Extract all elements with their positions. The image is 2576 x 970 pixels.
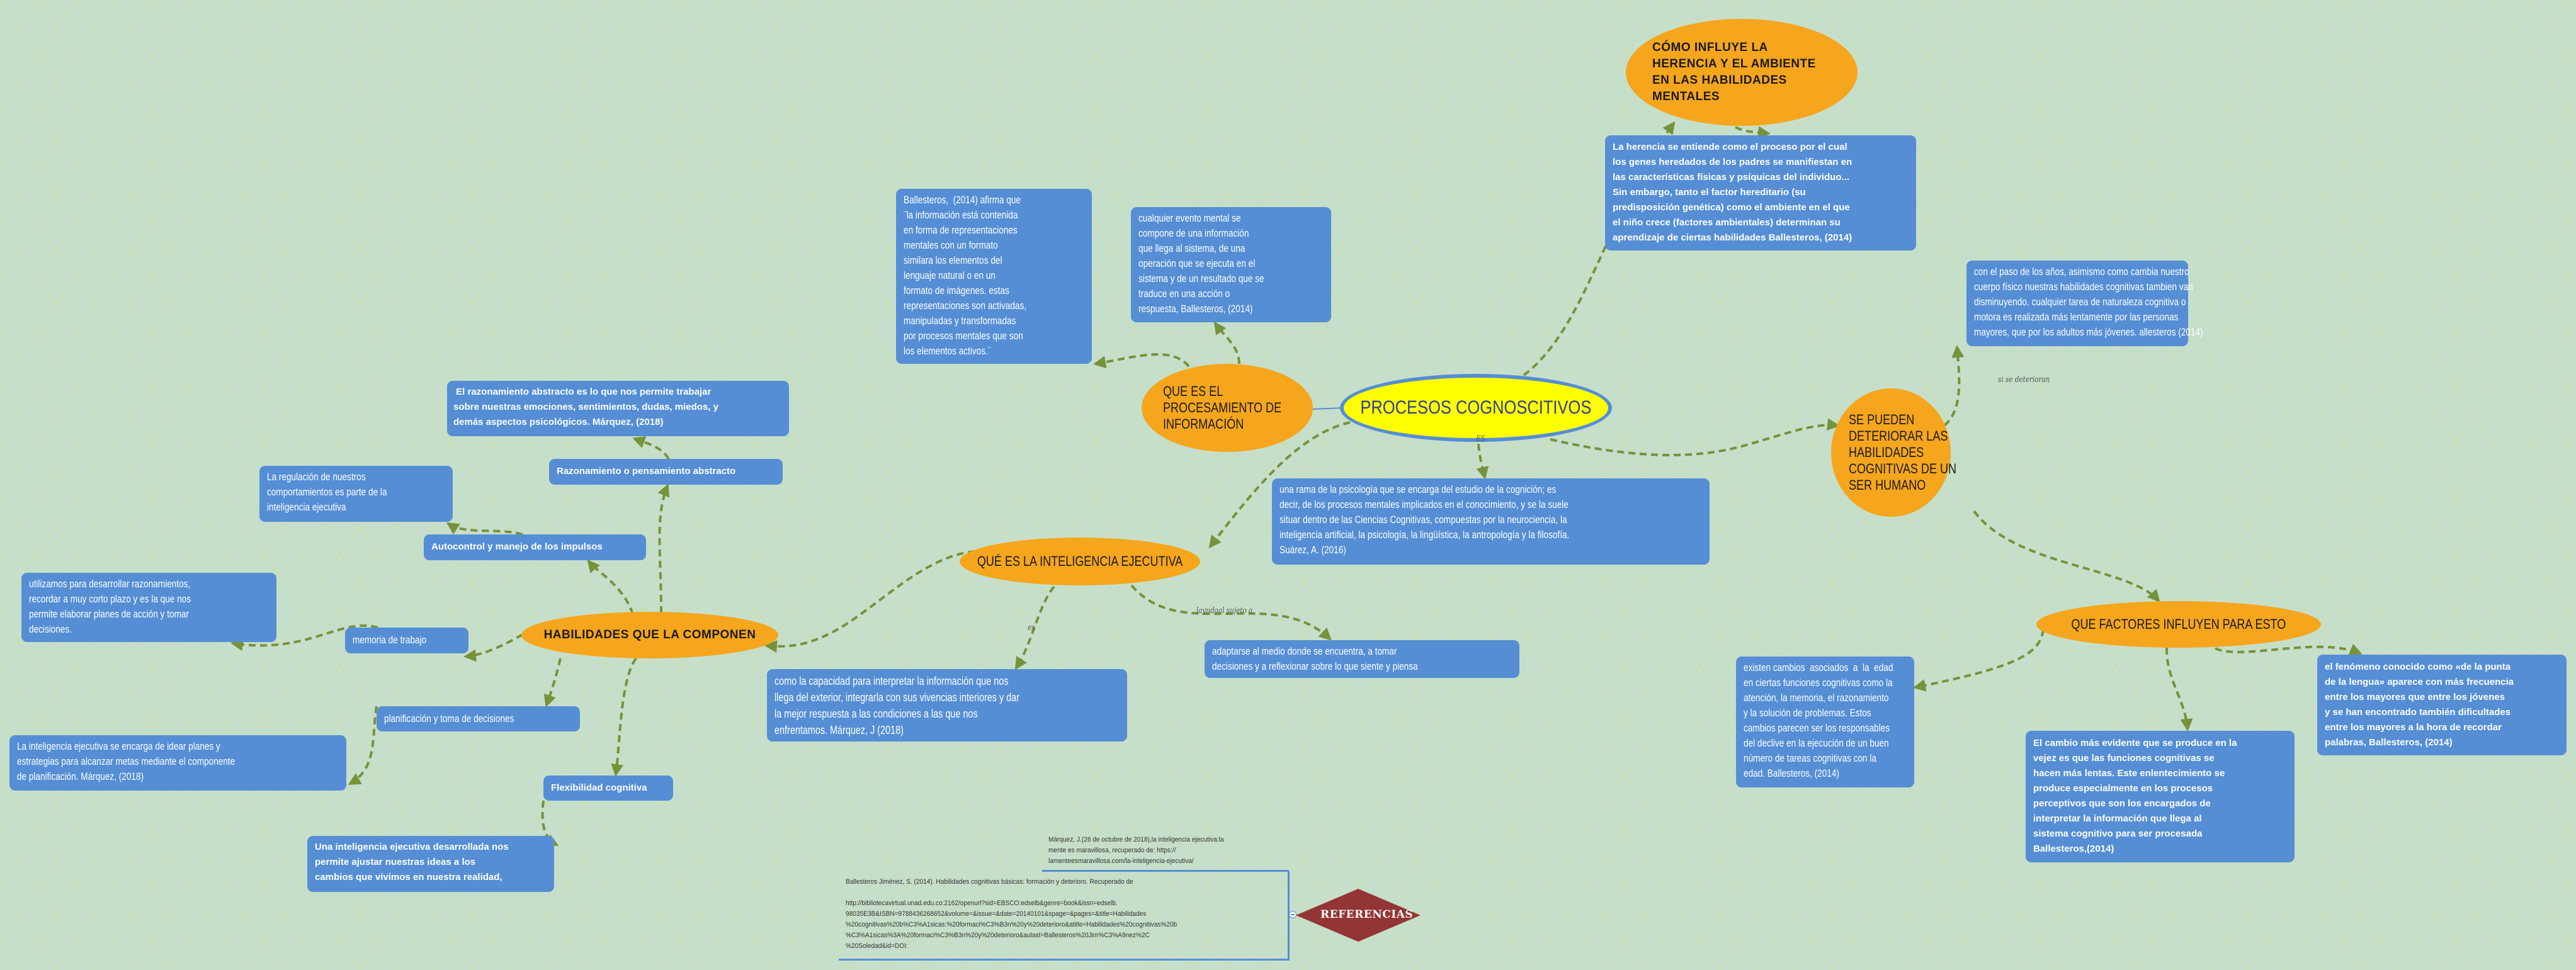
note-text: Ballesteros, (2014) afirma que ¨la infor…	[904, 194, 1027, 357]
note-text: el fenómeno conocido como «de la punta d…	[2325, 662, 2514, 748]
node-text: memoria de trabajo	[353, 634, 427, 646]
note-text: El razonamiento abstracto es lo que nos …	[453, 386, 718, 427]
note-capacidad[interactable]: como la capacidad para interpretar la in…	[767, 669, 1127, 742]
topic-herencia-label: CÓMO INFLUYE LA HERENCIA Y EL AMBIENTE E…	[1652, 41, 1816, 103]
topic-inteligencia[interactable]: QUÉ ES LA INTELIGENCIA EJECUTIVA	[960, 538, 1200, 585]
note-evento-mental[interactable]: cualquier evento mental se compone de un…	[1131, 207, 1331, 322]
note-herencia[interactable]: La herencia se entiende como el proceso …	[1605, 135, 1916, 251]
topic-deterioro[interactable]: SE PUEDEN DETERIORAR LAS HABILIDADES COG…	[1831, 388, 1956, 517]
topic-factores[interactable]: QUE FACTORES INFLUYEN PARA ESTO	[2036, 601, 2321, 648]
central-topic-label: PROCESOS COGNOSCITIVOS	[1360, 397, 1592, 418]
note-cambio-vejez[interactable]: El cambio más evidente que se produce en…	[2026, 731, 2295, 862]
note-text: La regulación de nuestros comportamiento…	[267, 471, 387, 513]
note-text: una rama de la psicología que se encarga…	[1279, 483, 1570, 556]
note-text: El cambio más evidente que se produce en…	[2033, 738, 2237, 854]
note-punta-lengua[interactable]: el fenómeno conocido como «de la punta d…	[2317, 655, 2567, 755]
note-text: existen cambios asociados a la edad en c…	[1744, 662, 1893, 779]
collapse-toggle[interactable]	[1289, 911, 1297, 918]
topic-procesamiento-label: QUE ES EL PROCESAMIENTO DE INFORMACIÓN	[1163, 383, 1282, 432]
note-text: utilizamos para desarrollar razonamiento…	[29, 578, 191, 635]
node-razonamiento[interactable]: Razonamiento o pensamiento abstracto	[549, 459, 783, 485]
topic-inteligencia-label: QUÉ ES LA INTELIGENCIA EJECUTIVA	[977, 553, 1183, 569]
note-flexibilidad-texto[interactable]: Una inteligencia ejecutiva desarrollada …	[307, 836, 554, 892]
link-label-es-lower: es	[1028, 623, 1035, 633]
note-paso-anos[interactable]: con el paso de los años, asimismo como c…	[1966, 261, 2203, 346]
node-planificacion[interactable]: planificación y toma de decisiones	[377, 706, 580, 731]
node-flexibilidad[interactable]: Flexibilidad cognitiva	[543, 775, 673, 801]
references-title: REFERENCIAS	[1320, 908, 1414, 921]
node-memoria[interactable]: memoria de trabajo	[345, 628, 468, 653]
node-text: Flexibilidad cognitiva	[551, 782, 647, 793]
topic-habilidades-label: HABILIDADES QUE LA COMPONEN	[543, 628, 756, 641]
note-text: La herencia se entiende como el proceso …	[1613, 142, 1853, 243]
topic-herencia[interactable]: CÓMO INFLUYE LA HERENCIA Y EL AMBIENTE E…	[1626, 19, 1858, 126]
note-text: como la capacidad para interpretar la in…	[775, 675, 1019, 736]
reference-connector-line	[1288, 871, 1290, 961]
node-autocontrol[interactable]: Autocontrol y manejo de los impulsos	[424, 534, 646, 560]
note-text: La inteligencia ejecutiva se encarga de …	[17, 740, 235, 782]
note-definicion[interactable]: una rama de la psicología que se encarga…	[1272, 478, 1710, 565]
references-node[interactable]	[1296, 889, 1421, 942]
node-text: Autocontrol y manejo de los impulsos	[431, 541, 603, 552]
note-planificacion-texto[interactable]: La inteligencia ejecutiva se encarga de …	[9, 735, 346, 791]
note-text: adaptarse al medio donde se encuentra, a…	[1212, 645, 1418, 672]
topic-deterioro-label: SE PUEDEN DETERIORAR LAS HABILIDADES COG…	[1849, 412, 1957, 493]
note-ballesteros-info[interactable]: Ballesteros, (2014) afirma que ¨la infor…	[896, 189, 1092, 364]
topic-habilidades[interactable]: HABILIDADES QUE LA COMPONEN	[521, 612, 778, 658]
note-regulacion[interactable]: La regulación de nuestros comportamiento…	[259, 466, 453, 522]
note-razonamiento-texto[interactable]: El razonamiento abstracto es lo que nos …	[447, 381, 789, 436]
link-label-deterioran: si se deterioran	[1998, 375, 2050, 385]
node-text: Razonamiento o pensamiento abstracto	[557, 466, 736, 477]
node-text: planificación y toma de decisiones	[384, 713, 514, 725]
note-text: con el paso de los años, asimismo como c…	[1974, 266, 2203, 338]
reference-ballesteros: Ballesteros Jiménez, S. (2014). Habilida…	[846, 878, 1177, 950]
reference-divider	[1042, 870, 1289, 872]
note-adaptarse[interactable]: adaptarse al medio donde se encuentra, a…	[1205, 640, 1519, 678]
note-memoria-texto[interactable]: utilizamos para desarrollar razonamiento…	[21, 573, 276, 642]
topic-factores-label: QUE FACTORES INFLUYEN PARA ESTO	[2071, 616, 2286, 632]
link-label-es-upper: ES	[1476, 434, 1485, 444]
note-text: cualquier evento mental se compone de un…	[1138, 212, 1264, 315]
central-topic[interactable]: PROCESOS COGNOSCITIVOS	[1340, 374, 1612, 442]
note-text: Una inteligencia ejecutiva desarrollada …	[315, 842, 509, 883]
topic-procesamiento[interactable]: QUE ES EL PROCESAMIENTO DE INFORMACIÓN	[1142, 364, 1313, 452]
link-label-ayuda: layudaal sujeto a	[1196, 606, 1253, 616]
reference-divider	[839, 959, 1289, 961]
minus-icon	[1291, 914, 1295, 915]
reference-marquez: Márquez, J.(26 de octubre de 2018),la in…	[1048, 836, 1224, 865]
note-cambios-edad[interactable]: existen cambios asociados a la edad en c…	[1736, 657, 1914, 787]
